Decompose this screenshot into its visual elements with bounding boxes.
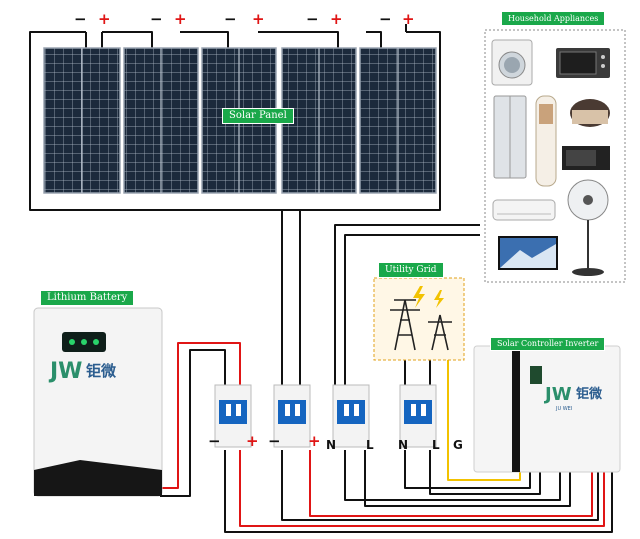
ac-out-wire-2 xyxy=(344,234,480,385)
inverter-brand-latin: JW xyxy=(543,384,572,405)
return-wire-3a xyxy=(344,450,561,501)
power-tower-icon xyxy=(390,299,452,351)
breaker-4 xyxy=(399,384,437,448)
panel-1-minus: − xyxy=(74,10,87,28)
panel-3-minus: − xyxy=(224,10,237,28)
breaker-2 xyxy=(273,384,311,448)
washing-machine-icon xyxy=(491,39,533,86)
wiring xyxy=(29,24,613,533)
breaker-1 xyxy=(214,384,252,448)
panel-5-plus: + xyxy=(402,10,415,28)
panel-4-minus: − xyxy=(306,10,319,28)
solar-panel-array xyxy=(43,47,437,194)
return-wire-red-2 xyxy=(309,450,593,517)
panel-series-wire xyxy=(29,31,301,385)
oven-icon xyxy=(556,48,610,78)
breaker-3-n: N xyxy=(326,438,337,452)
return-wire-red-1 xyxy=(239,450,605,527)
breaker-4-g: G xyxy=(453,438,463,452)
microwave-icon xyxy=(562,146,610,170)
appliances-panel xyxy=(484,29,626,283)
household-appliances-label: Household Appliances xyxy=(501,11,606,26)
solar-controller-inverter: JW 钜微 JU WEI xyxy=(473,345,621,473)
inverter-label: Solar Controller Inverter xyxy=(490,337,606,351)
wall-ac-icon xyxy=(492,199,556,221)
breaker-3 xyxy=(332,384,370,448)
panel-link-2 xyxy=(180,31,229,48)
breaker-4-l: L xyxy=(432,438,440,452)
utility-grid-label: Utility Grid xyxy=(378,262,444,278)
panel-link-1 xyxy=(102,31,153,48)
television-icon xyxy=(498,236,558,270)
lithium-battery-label: Lithium Battery xyxy=(40,290,135,306)
breaker-2-plus: + xyxy=(308,432,321,450)
panel-5-minus: − xyxy=(379,10,392,28)
breaker-1-minus: − xyxy=(208,432,221,450)
breaker-4-n: N xyxy=(398,438,409,452)
panel-3-plus: + xyxy=(252,10,265,28)
fan-icon xyxy=(567,179,609,276)
return-wire-black-2 xyxy=(281,450,599,521)
return-wire-3b xyxy=(364,450,571,507)
refrigerator-icon xyxy=(493,95,527,179)
panel-2-plus: + xyxy=(174,10,187,28)
panel-link-4 xyxy=(366,31,382,48)
lightning-icon xyxy=(413,286,444,308)
utility-grid xyxy=(373,277,465,361)
inverter-brand-sub: JU WEI xyxy=(555,406,572,412)
lithium-battery: JW 钜微 xyxy=(33,307,163,497)
panel-output-red xyxy=(290,31,441,211)
panel-1-plus: + xyxy=(98,10,111,28)
rice-cooker-icon xyxy=(570,99,610,127)
breaker-3-l: L xyxy=(366,438,374,452)
breaker-2-minus: − xyxy=(268,432,281,450)
panel-2-minus: − xyxy=(150,10,163,28)
circuit-breakers xyxy=(214,384,437,448)
return-wire-g xyxy=(447,470,521,481)
ac-out-wire-1 xyxy=(334,224,480,385)
battery-brand-latin: JW xyxy=(48,359,82,384)
solar-panel-label: Solar Panel xyxy=(222,108,294,124)
battery-wire-black xyxy=(160,349,226,497)
tower-ac-icon xyxy=(535,95,557,187)
battery-wire-red xyxy=(160,342,241,489)
panel-link-3 xyxy=(258,31,339,48)
battery-brand-cn: 钜微 xyxy=(86,362,117,380)
inverter-brand-cn: 钜微 xyxy=(576,386,603,402)
return-wire-black-1 xyxy=(224,450,613,533)
breaker-1-plus: + xyxy=(246,432,259,450)
return-wire-4b xyxy=(429,450,541,495)
panel-4-plus: + xyxy=(330,10,343,28)
return-wire-4a xyxy=(404,450,531,489)
